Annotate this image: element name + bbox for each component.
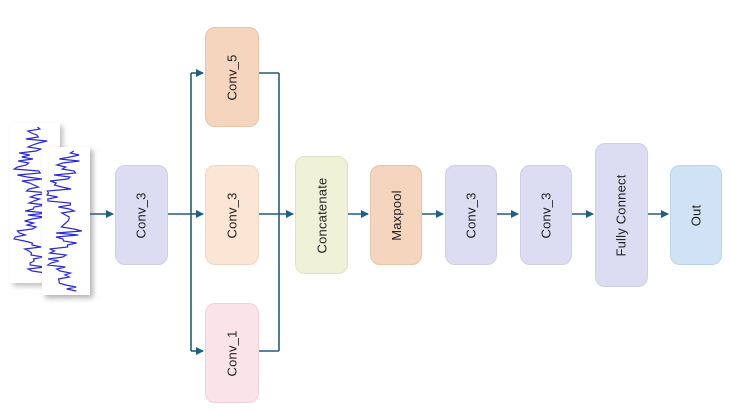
node-maxpool: Maxpool bbox=[370, 165, 422, 265]
node-label: Concatenate bbox=[314, 177, 330, 253]
node-out: Out bbox=[670, 165, 722, 265]
node-label: Conv_3 bbox=[224, 191, 240, 239]
node-conv1: Conv_1 bbox=[205, 303, 259, 403]
node-label: Conv_5 bbox=[224, 53, 240, 101]
node-label: Conv_3 bbox=[133, 191, 149, 239]
node-fully-connect: Fully Connect bbox=[595, 143, 648, 287]
waveform-signal-icon bbox=[12, 126, 52, 280]
node-label: Fully Connect bbox=[614, 173, 629, 257]
node-conv3-third: Conv_3 bbox=[445, 165, 497, 265]
node-conv3-first: Conv_3 bbox=[115, 165, 168, 265]
node-conv3-fourth: Conv_3 bbox=[520, 165, 572, 265]
node-conv3-branch: Conv_3 bbox=[205, 165, 259, 265]
waveform-signal-icon bbox=[45, 150, 82, 292]
node-conv5: Conv_5 bbox=[205, 27, 259, 127]
node-label: Conv_3 bbox=[538, 191, 554, 239]
node-label: Conv_3 bbox=[463, 191, 479, 239]
node-label: Maxpool bbox=[388, 189, 404, 241]
node-label: Out bbox=[688, 204, 704, 226]
node-label: Conv_1 bbox=[224, 329, 240, 377]
node-concatenate: Concatenate bbox=[295, 156, 348, 274]
input-signal-panel-front bbox=[42, 147, 90, 295]
